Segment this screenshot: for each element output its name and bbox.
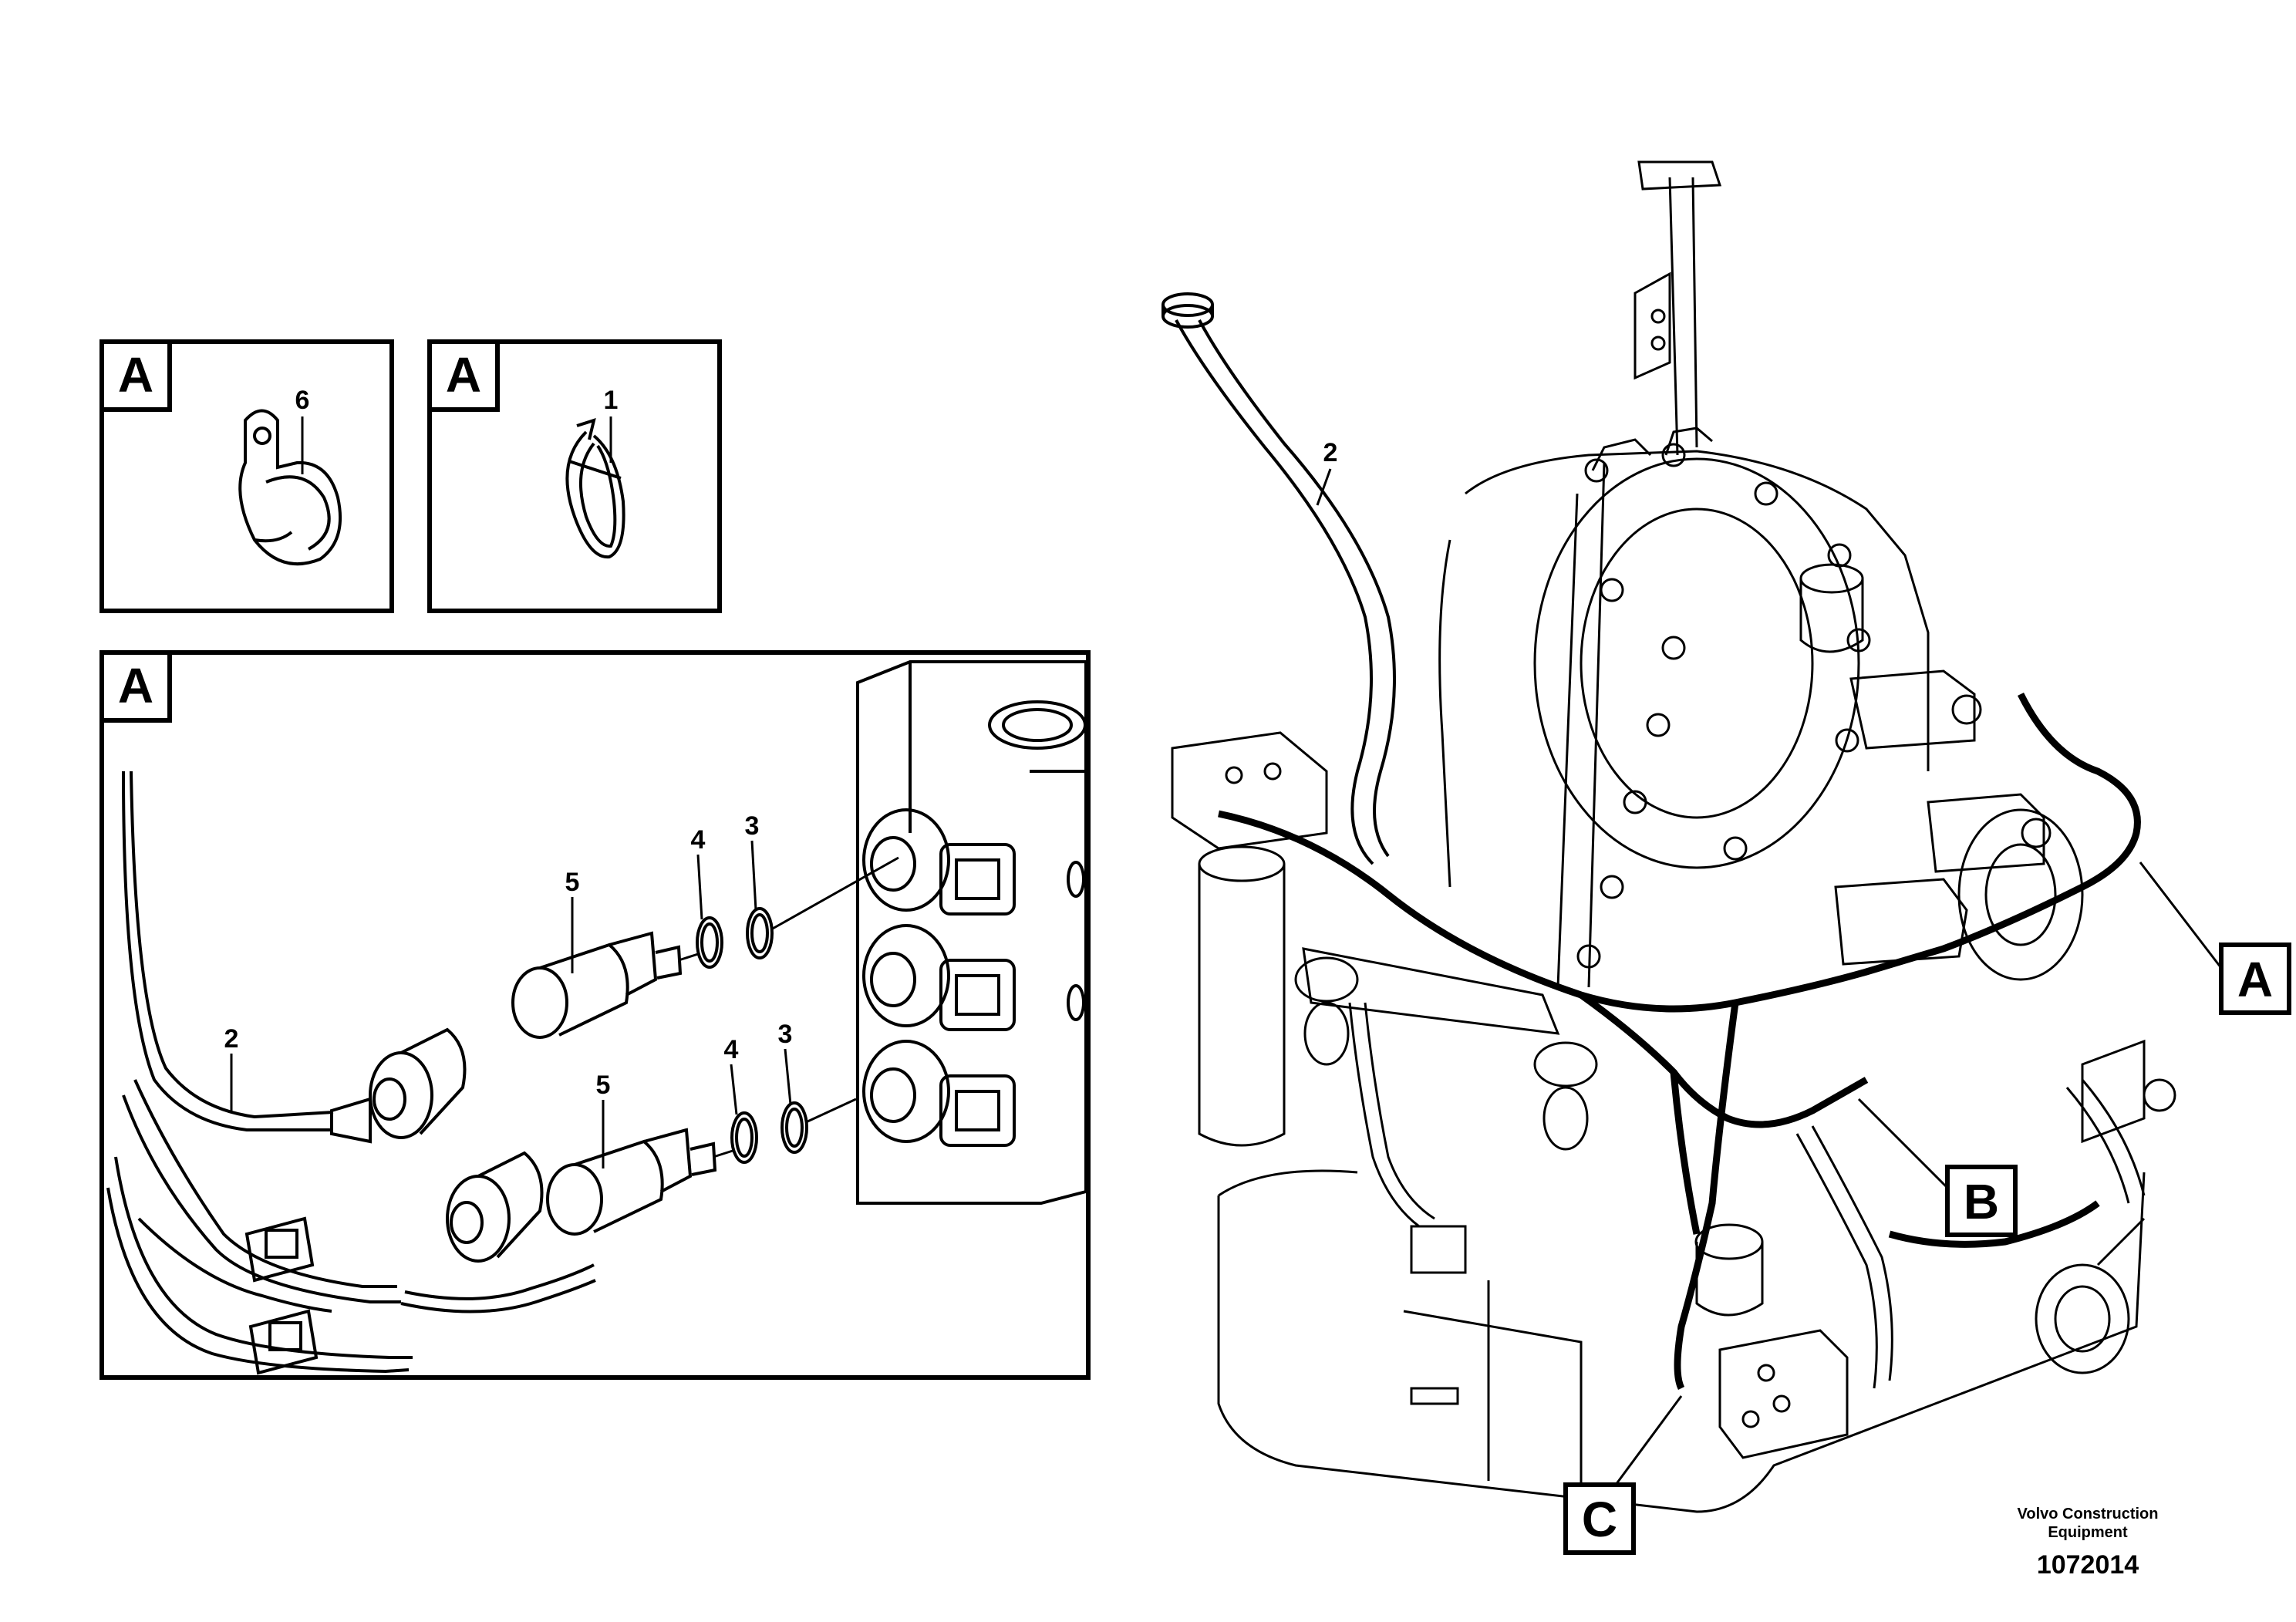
part-label-1: 1 <box>604 386 619 415</box>
connector-small-2 <box>248 1309 319 1375</box>
part-label-5: 5 <box>565 868 580 897</box>
drawing-number: 1072014 <box>2036 1550 2139 1580</box>
part-label-5: 5 <box>596 1071 611 1100</box>
main-cable-2 <box>1161 292 1396 865</box>
o-ring-4-lower <box>730 1111 758 1164</box>
wiring-harness <box>1218 692 2141 1391</box>
part-label-3: 3 <box>745 811 760 841</box>
o-ring-3-lower <box>781 1101 808 1154</box>
part-label-3: 3 <box>778 1020 793 1049</box>
credit-company: Volvo Construction Equipment <box>1934 1505 2242 1542</box>
detail-letter: A <box>118 658 153 713</box>
part-label-4: 4 <box>724 1035 739 1064</box>
connector-small-1 <box>244 1216 315 1283</box>
pressure-sensor-upper <box>511 931 683 1039</box>
part-label-4: 4 <box>691 825 706 855</box>
callout-B: B <box>1857 1098 2018 1237</box>
o-ring-3-upper <box>746 907 774 959</box>
detail-box-sensor-assembly: A <box>99 650 1091 1380</box>
connector-lower <box>446 1151 544 1263</box>
detail-box-clamp: A 6 <box>99 339 394 613</box>
installed-sensor-bottom <box>862 1040 1016 1147</box>
pressure-sensor-lower <box>546 1128 717 1236</box>
svg-text:A: A <box>2237 952 2273 1007</box>
installed-sensor-middle <box>862 924 1016 1031</box>
credit-company-line2: Equipment <box>2048 1524 2128 1541</box>
part-label-6: 6 <box>295 386 310 415</box>
detail-letter: A <box>118 347 153 403</box>
detail-letter: A <box>446 347 481 403</box>
svg-text:C: C <box>1582 1492 1617 1547</box>
main-part-label-2: 2 <box>1323 438 1338 467</box>
part-label-2: 2 <box>224 1024 239 1054</box>
cable-tie-icon <box>565 418 625 559</box>
credit-company-line1: Volvo Construction <box>2017 1506 2159 1523</box>
installed-sensor-top <box>862 808 1016 916</box>
callout-C: C <box>1563 1395 1683 1555</box>
p-clamp-icon <box>238 409 342 566</box>
valve-block <box>856 660 1087 1205</box>
connector-upper <box>330 1027 467 1144</box>
transmission-assembly <box>1171 160 2176 1513</box>
callout-A: A <box>2139 862 2291 1015</box>
svg-text:B: B <box>1964 1174 1999 1229</box>
detail-box-cable-tie: A 1 <box>427 339 722 613</box>
harness-cables <box>106 771 596 1374</box>
o-ring-4-upper <box>696 916 723 969</box>
